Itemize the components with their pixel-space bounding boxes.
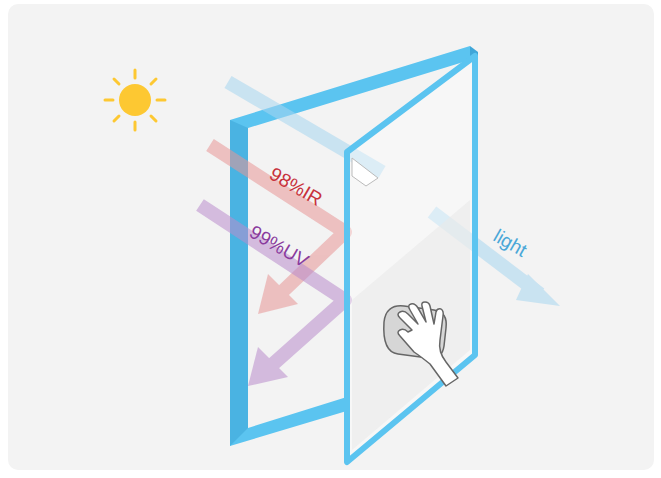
peeling-film [352,158,378,186]
sun-icon [105,70,165,130]
hand-wiping-icon [384,302,458,386]
background-panel [8,4,654,470]
uv-ray [200,205,345,386]
glass-pane [347,56,475,462]
